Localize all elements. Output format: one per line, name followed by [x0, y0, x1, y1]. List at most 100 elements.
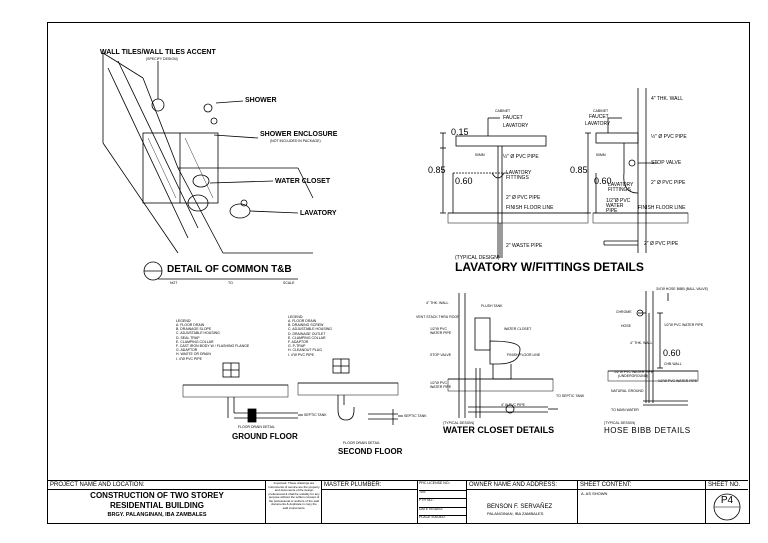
ref-to: TO — [228, 281, 233, 285]
legend-2-item: D. DRAINAGE OUTLET — [288, 331, 326, 336]
owner-name: BENSON F. SERVAÑEZ — [487, 504, 553, 510]
shower-enclosure-label: SHOWER ENCLOSURE — [260, 131, 338, 138]
septic-tank-2: SEPTIC TANK — [404, 414, 427, 418]
tb-detail-title: DETAIL OF COMMON T&B — [167, 264, 292, 275]
ref-scale: SCALE — [283, 281, 295, 285]
hose-typical: (TYPICAL DESIGN) — [604, 421, 636, 425]
project-line-3: BRGY. PALANGINAN, IBA ZAMBALES — [107, 512, 207, 518]
wc-typical: (TYPICAL DESIGN) — [443, 421, 475, 425]
sheet-no-cell: SHEET NO. P4 — [706, 481, 748, 524]
hose-pvc-water: 1/2"Ø PVC WATER PIPE — [664, 323, 704, 327]
sheet-no-head: SHEET NO. — [708, 482, 741, 488]
lav-right-wall: 4" THK. WALL — [651, 96, 684, 102]
wc-stop-valve: STOP VALVE — [430, 353, 452, 357]
drawing-sheet: WALL TILES/WALL TILES ACCENT (SPECIFY DE… — [47, 22, 750, 524]
wc-pvc-water-1: 1/2"Ø PVC WATER PIPE — [430, 327, 452, 335]
legend-1-item: F. CAST IRON BODY W / FLASHING FLANGE — [176, 344, 250, 348]
lav-right-dim-060: 0.60 — [594, 176, 612, 186]
wc-septic: TO SEPTIC TANK — [556, 394, 585, 398]
hose-valve: 3/4"Ø HOSE BIBB (BALL VALVE) — [656, 287, 709, 291]
lav-right-top-note: CABINET — [593, 109, 609, 113]
project-line-1: CONSTRUCTION OF TWO STOREY — [90, 491, 224, 500]
wc-water-closet: WATER CLOSET — [504, 327, 532, 331]
lav-right-lavatory: LAVATORY — [585, 121, 611, 127]
legend-1-item: I. 4"Ø PVC PIPE — [176, 356, 202, 361]
title-block: PROJECT NAME AND LOCATION: CONSTRUCTION … — [48, 480, 748, 524]
hose-to-main: TO MAIN WATER — [611, 408, 639, 412]
legend-2-item: I. 4"Ø PVC PIPE — [288, 352, 314, 357]
ref-nts: NOT — [170, 281, 178, 285]
content-cell: SHEET CONTENT: A. AS SHOWN — [578, 481, 706, 524]
hose-bibb-drawing — [607, 291, 699, 406]
owner-cell: OWNER NAME AND ADDRESS: BENSON F. SERVAÑ… — [467, 481, 578, 524]
legend-2-item: C. ADJUSTABLE HOUSING — [288, 327, 332, 332]
hose-wall: 4" THK. WALL — [630, 341, 653, 345]
hose-pvc-water-right: 1/2"Ø PVC WATER PIPE — [658, 379, 698, 383]
hose-dim-060: 0.60 — [663, 348, 681, 358]
lav-left-waste-pipe: 2" WASTE PIPE — [506, 243, 543, 249]
owner-address: PALANGINAN, IBA ZAMBALES — [487, 511, 544, 516]
wall-tiles-label: WALL TILES/WALL TILES ACCENT — [100, 49, 216, 56]
tb-perspective-drawing — [102, 52, 314, 281]
floor-drain-drawings — [182, 358, 403, 425]
lav-right-pvc-bottom: 2" Ø PVC PIPE — [644, 241, 679, 247]
lav-right-fittings: LAVATORY FITTINGS — [608, 182, 634, 193]
shower-enclosure-sublabel: (NOT INCLUDED IN PACKAGE) — [270, 139, 321, 143]
lav-left-dim-085: 0.85 — [428, 165, 446, 175]
lav-left-faucet: FAUCET — [503, 115, 523, 121]
project-head: PROJECT NAME AND LOCATION: — [50, 482, 145, 488]
legend-1-head: LEGEND: — [176, 319, 192, 323]
lav-right-faucet: FAUCET — [589, 114, 609, 120]
fd-detail-2: FLOOR DRAIN DETAIL — [343, 441, 380, 445]
license-row: TIN: — [419, 490, 466, 500]
content-value: A. AS SHOWN — [581, 491, 608, 496]
legend-1-item: C. ADJUSTABLE HOUSING — [176, 331, 220, 336]
water-closet-drawing — [447, 293, 558, 418]
wall-tiles-sublabel: (SPECIFY DESIGN) — [146, 57, 178, 61]
notice-text: Important: These drawings are instrument… — [268, 482, 320, 510]
lav-left-dim-060: 0.60 — [455, 176, 473, 186]
legend-1-item: A. FLOOR DRAIN — [176, 323, 205, 327]
wc-pvc-water-2: 1/2"Ø PVC WATER PIPE — [430, 381, 452, 389]
lav-left-dim-015: 0.15 — [451, 127, 469, 137]
license-cell: PRC LICENSE NO.:TIN:PTR NO.:DATE ISSUED:… — [418, 481, 467, 524]
fd-detail-1: FLOOR DRAIN DETAIL — [238, 425, 275, 429]
lav-right-side: 50MM — [596, 153, 606, 157]
shower-label: SHOWER — [245, 97, 277, 104]
legend-2-item: H. CLEANOUT PLUG — [288, 348, 322, 353]
hose-wall2: CHB WALL — [664, 362, 682, 366]
lav-left-side: 50MM — [475, 153, 485, 157]
plumber-cell: MASTER PLUMBER: — [322, 481, 418, 524]
legend-2-item: A. FLOOR DRAIN — [288, 319, 317, 323]
lavatory-label: LAVATORY — [300, 210, 337, 217]
lav-right-stop-valve: STOP VALVE — [651, 160, 682, 166]
owner-head: OWNER NAME AND ADDRESS: — [469, 482, 558, 488]
legend-1-item: E. CLAMPING COLLAR — [176, 339, 214, 344]
hose-bibb-title: HOSE BIBB DETAILS — [604, 426, 691, 435]
hose-under: (UNDERGROUND) — [618, 374, 649, 378]
water-closet-title: WATER CLOSET DETAILS — [443, 425, 555, 435]
content-head: SHEET CONTENT: — [580, 482, 632, 488]
lav-typical-note: (TYPICAL DESIGN) — [455, 255, 500, 261]
legend-1-item: G. ADAPTOR — [176, 348, 198, 353]
project-line-2: RESIDENTIAL BUILDING — [109, 501, 205, 510]
ground-floor-label: GROUND FLOOR — [232, 432, 298, 441]
lav-right-pvc-half: ½" Ø PVC PIPE — [651, 134, 687, 140]
hose-pvc-water3: 1/2"Ø PVC WATER PIPE — [614, 370, 654, 374]
lav-left-finish-floor: FINISH FLOOR LINE — [506, 205, 554, 211]
wc-wall: 4" THK. WALL — [426, 301, 449, 305]
wc-finish-floor: FINISH FLOOR LINE — [507, 353, 541, 357]
plumber-head: MASTER PLUMBER: — [324, 482, 382, 488]
lav-right-dim-085: 0.85 — [570, 165, 588, 175]
license-row: PLACE ISSUED: — [419, 515, 446, 520]
lavatory-title: LAVATORY W/FITTINGS DETAILS — [455, 260, 644, 274]
sheet-no-value: P4 — [720, 495, 734, 506]
legend-2-head: LEGEND: — [288, 315, 304, 319]
lav-left-lavatory: LAVATORY — [503, 123, 529, 129]
legend-2-item: F. ADAPTOR — [288, 340, 309, 344]
lav-left-pvc-two: 2" Ø PVC PIPE — [506, 195, 541, 201]
lav-right-water-pipe: 1/2"Ø PVC WATER PIPE — [606, 198, 631, 214]
lav-right-pvc-two: 2" Ø PVC PIPE — [651, 180, 686, 186]
legend-1-item: B. DRAINAGE SLOPE — [176, 327, 212, 332]
sheet-no-symbol — [713, 493, 741, 521]
